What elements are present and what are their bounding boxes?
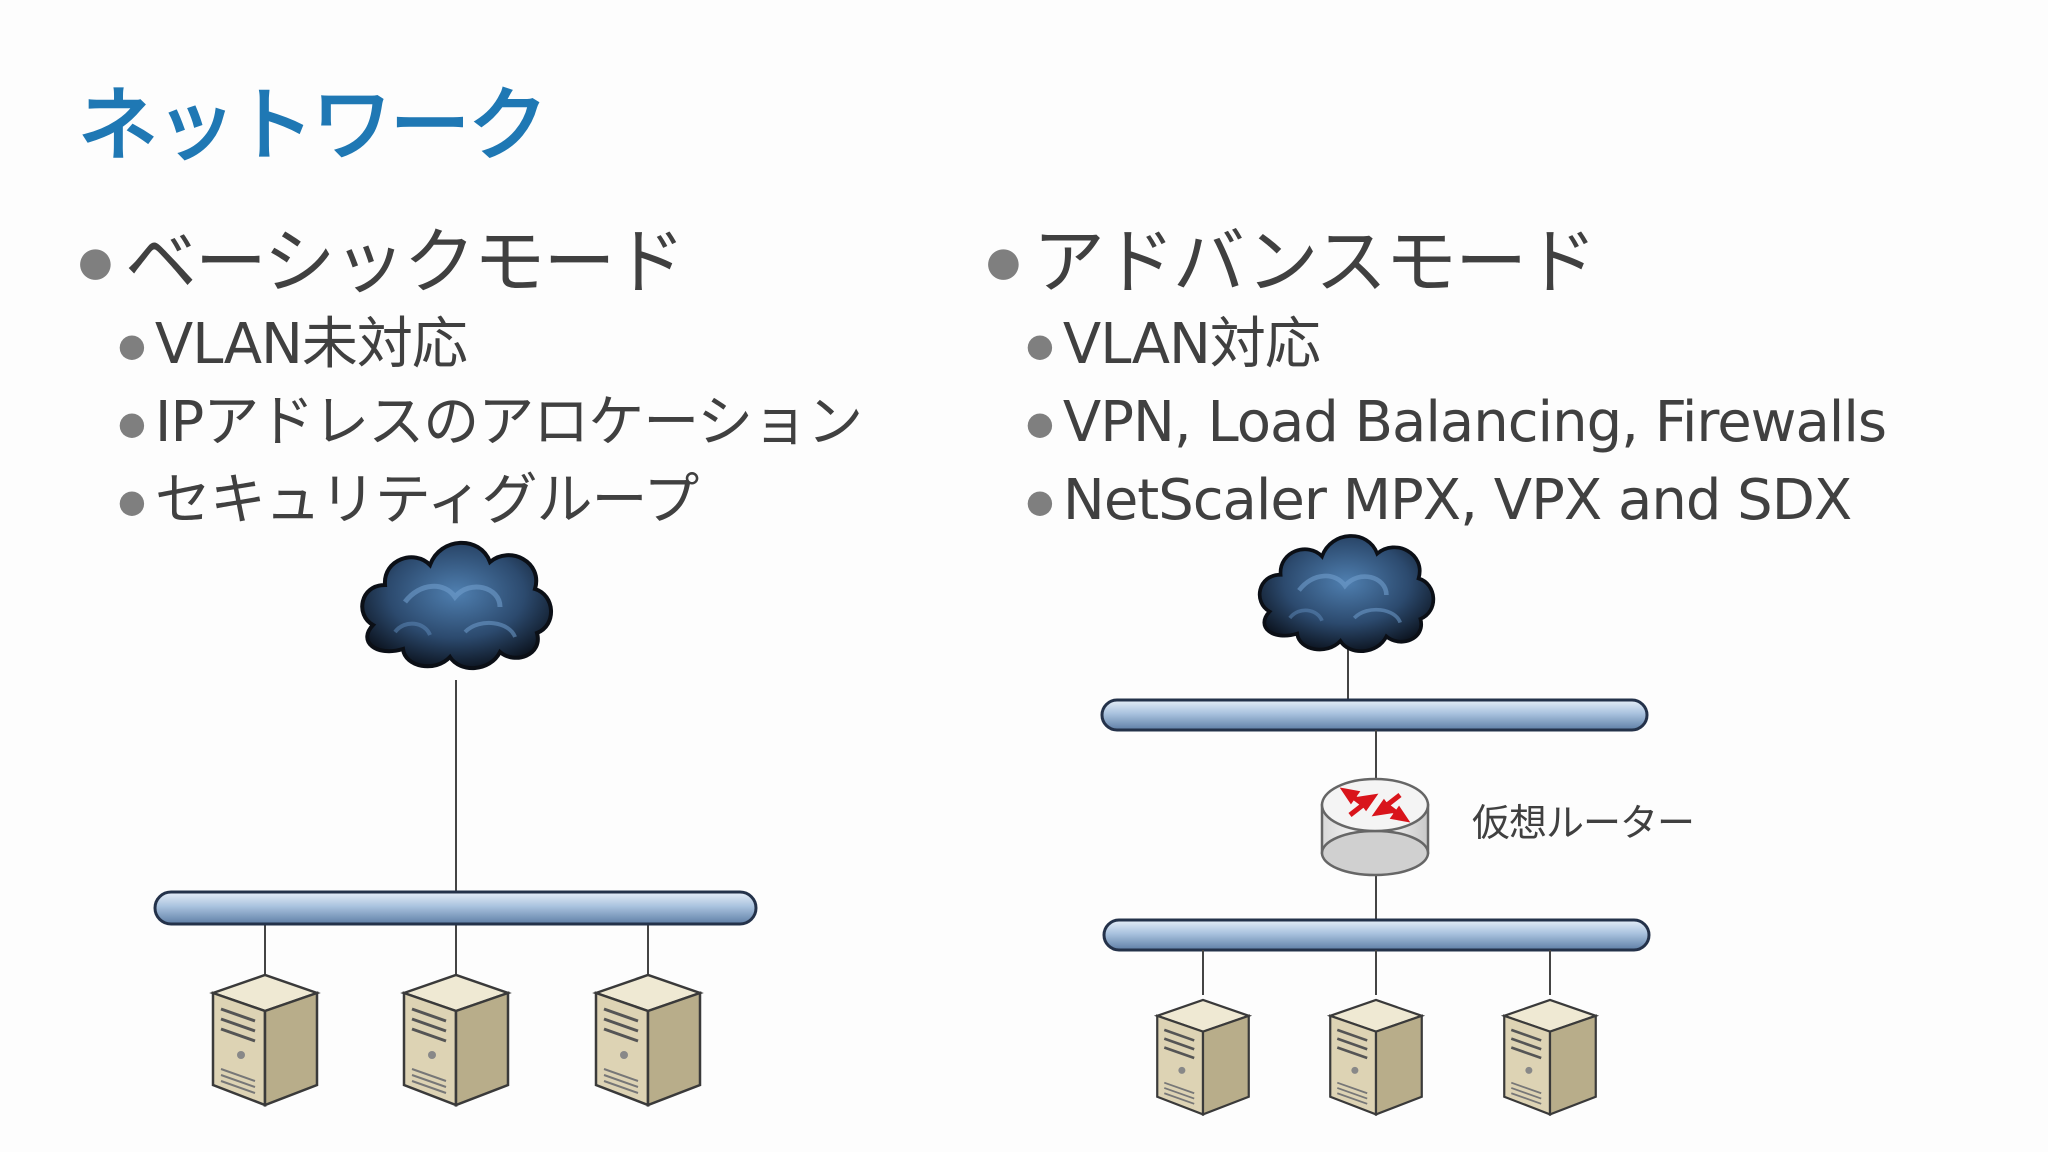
server-icon: [211, 973, 319, 1107]
router-label: 仮想ルーター: [1472, 801, 1695, 845]
advanced-mode-item-text: NetScaler MPX, VPX and SDX: [1062, 468, 1852, 533]
basic-mode-column: ● ベーシックモード ● VLAN未対応 ● IPアドレスのアロケーション ● …: [78, 218, 863, 540]
bullet-icon: ●: [118, 482, 146, 520]
bullet-icon: ●: [118, 404, 146, 442]
basic-mode-item: ● セキュリティグループ: [118, 462, 862, 540]
basic-mode-item-text: IPアドレスのアロケーション: [154, 390, 863, 455]
server-icon: [1502, 998, 1598, 1116]
basic-mode-item-text: VLAN未対応: [154, 312, 468, 377]
router-icon: [1320, 777, 1430, 877]
advanced-mode-column: ● アドバンスモード ● VLAN対応 ● VPN, Load Balancin…: [986, 218, 1887, 540]
server-icon: [1155, 998, 1251, 1116]
bullet-icon: ●: [1026, 404, 1054, 442]
advanced-mode-heading-text: アドバンスモード: [1032, 220, 1597, 304]
bullet-icon: ●: [1026, 482, 1054, 520]
advanced-mode-item: ● NetScaler MPX, VPX and SDX: [1026, 462, 1886, 540]
network-bus: [1100, 698, 1649, 732]
network-bus: [1102, 918, 1651, 952]
basic-mode-item-text: セキュリティグループ: [154, 468, 699, 533]
basic-mode-heading: ● ベーシックモード: [78, 218, 862, 306]
basic-mode-heading-text: ベーシックモード: [124, 220, 686, 304]
bullet-icon: ●: [78, 239, 113, 285]
advanced-mode-item-text: VLAN対応: [1062, 312, 1321, 377]
cloud-icon: [1260, 536, 1434, 651]
bullet-icon: ●: [118, 326, 146, 364]
basic-mode-item: ● VLAN未対応: [118, 306, 862, 384]
advanced-mode-item: ● VPN, Load Balancing, Firewalls: [1026, 384, 1887, 462]
server-icon: [402, 973, 510, 1107]
advanced-mode-heading: ● アドバンスモード: [986, 218, 1886, 306]
server-icon: [1328, 998, 1424, 1116]
advanced-mode-item-text: VPN, Load Balancing, Firewalls: [1062, 390, 1887, 455]
bullet-icon: ●: [1026, 326, 1054, 364]
network-bus: [153, 890, 758, 926]
cloud-icon: [362, 543, 551, 668]
server-icon: [594, 973, 702, 1107]
bullet-icon: ●: [986, 239, 1021, 285]
slide-title: ネットワーク: [78, 79, 548, 172]
advanced-mode-item: ● VLAN対応: [1026, 306, 1886, 384]
basic-mode-item: ● IPアドレスのアロケーション: [118, 384, 863, 462]
